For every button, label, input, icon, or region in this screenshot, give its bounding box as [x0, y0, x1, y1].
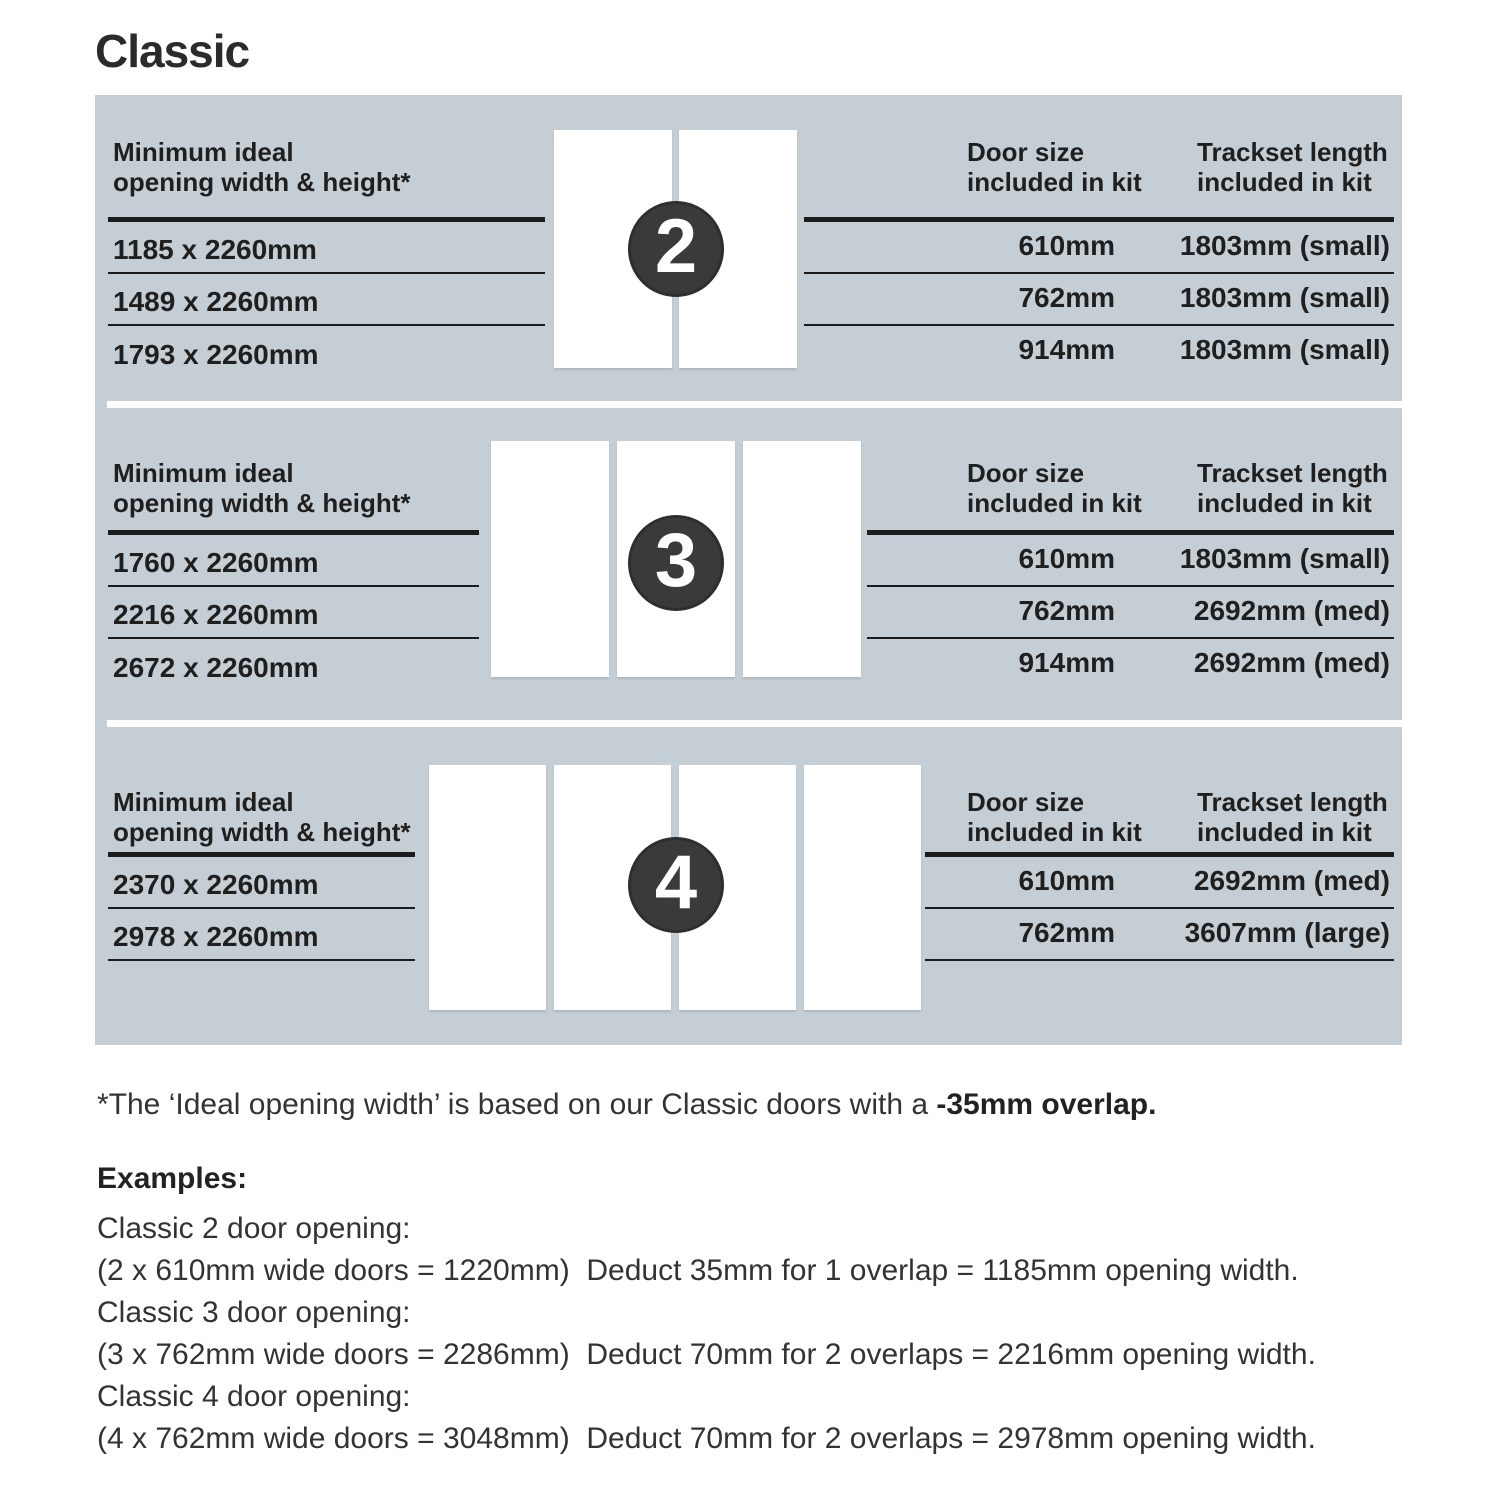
trackset-header-line2: included in kit — [1197, 817, 1372, 847]
opening-size-value: 2978 x 2260mm — [113, 920, 319, 952]
table-row — [804, 222, 1394, 274]
spec-tables-panel: Minimum ideal opening width & height* 11… — [95, 95, 1402, 1045]
door-size-value: 762mm — [1018, 281, 1115, 313]
door-panel — [743, 441, 861, 677]
trackset-length-value: 2692mm (med) — [1193, 646, 1390, 678]
table-row: 1185 x 2260mm — [108, 222, 545, 274]
door-size-header: Door size included in kit — [967, 787, 1197, 847]
door-count-badge: 3 — [628, 515, 724, 611]
table-row: 2216 x 2260mm — [108, 587, 479, 639]
door-count-number: 4 — [654, 840, 698, 925]
trackset-header-line2: included in kit — [1197, 488, 1372, 518]
table-row: 2370 x 2260mm — [108, 857, 415, 909]
door-size-header-line2: included in kit — [967, 488, 1142, 518]
spec-section-2-door: Minimum ideal opening width & height* 11… — [95, 95, 1402, 401]
opening-size-header-line2: opening width & height* — [113, 167, 411, 197]
trackset-length-value: 1803mm (small) — [1179, 281, 1390, 313]
opening-size-value: 1793 x 2260mm — [113, 338, 319, 370]
trackset-length-value: 1803mm (small) — [1179, 542, 1390, 574]
door-size-header-line2: included in kit — [967, 817, 1142, 847]
door-size-header: Door size included in kit — [967, 137, 1197, 197]
table-row — [925, 857, 1394, 909]
example-detail: (3 x 762mm wide doors = 2286mm) Deduct 7… — [97, 1338, 1316, 1371]
opening-size-table: 2370 x 2260mm 2978 x 2260mm — [108, 852, 415, 961]
opening-size-table: 1760 x 2260mm 2216 x 2260mm 2672 x 2260m… — [108, 530, 479, 691]
opening-size-header: Minimum ideal opening width & height* — [113, 137, 411, 197]
table-row — [925, 909, 1394, 961]
example-label: Classic 4 door opening: — [97, 1380, 411, 1413]
trackset-header-line1: Trackset length — [1197, 787, 1388, 817]
example-detail: (4 x 762mm wide doors = 3048mm) Deduct 7… — [97, 1422, 1316, 1455]
footnote-text: *The ‘Ideal opening width’ is based on o… — [97, 1088, 937, 1121]
opening-size-header-line1: Minimum ideal — [113, 458, 294, 488]
door-size-header-line1: Door size — [967, 458, 1085, 488]
opening-size-value: 1760 x 2260mm — [113, 546, 319, 578]
trackset-length-value: 2692mm (med) — [1193, 864, 1390, 896]
table-row: 1760 x 2260mm — [108, 535, 479, 587]
spec-section-3-door: Minimum ideal opening width & height* 17… — [95, 408, 1402, 720]
door-count-number: 3 — [654, 518, 698, 603]
kit-table-rules — [804, 217, 1394, 378]
door-size-value: 914mm — [1018, 646, 1115, 678]
opening-size-header: Minimum ideal opening width & height* — [113, 458, 411, 518]
door-size-value: 762mm — [1018, 916, 1115, 948]
kit-table-rules — [867, 530, 1394, 691]
opening-size-header-line2: opening width & height* — [113, 817, 411, 847]
door-count-badge: 4 — [628, 837, 724, 933]
table-row — [804, 274, 1394, 326]
door-size-header-line1: Door size — [967, 787, 1085, 817]
kit-table-rules — [925, 852, 1394, 961]
opening-size-value: 1185 x 2260mm — [113, 233, 317, 265]
opening-size-value: 2216 x 2260mm — [113, 598, 319, 630]
example-label: Classic 2 door opening: — [97, 1212, 411, 1245]
table-row — [867, 535, 1394, 587]
opening-size-value: 2672 x 2260mm — [113, 651, 319, 683]
door-count-number: 2 — [654, 204, 698, 289]
footnote: *The ‘Ideal opening width’ is based on o… — [97, 1088, 1442, 1122]
door-size-header-line1: Door size — [967, 137, 1085, 167]
trackset-header-line1: Trackset length — [1197, 137, 1388, 167]
door-size-value: 610mm — [1018, 229, 1115, 261]
table-row: 2978 x 2260mm — [108, 909, 415, 961]
trackset-header-line1: Trackset length — [1197, 458, 1388, 488]
opening-size-header: Minimum ideal opening width & height* — [113, 787, 411, 847]
door-size-value: 762mm — [1018, 594, 1115, 626]
spec-section-4-door: Minimum ideal opening width & height* 23… — [95, 727, 1402, 1045]
door-panel — [804, 765, 921, 1010]
trackset-header-line2: included in kit — [1197, 167, 1372, 197]
opening-size-header-line1: Minimum ideal — [113, 137, 294, 167]
section-divider — [107, 401, 1402, 408]
trackset-length-value: 3607mm (large) — [1184, 916, 1390, 948]
opening-size-table: 1185 x 2260mm 1489 x 2260mm 1793 x 2260m… — [108, 217, 545, 378]
trackset-header: Trackset length included in kit — [1197, 458, 1407, 518]
door-size-value: 610mm — [1018, 864, 1115, 896]
trackset-length-value: 1803mm (small) — [1179, 229, 1390, 261]
section-divider — [107, 720, 1402, 727]
page-title: Classic — [95, 25, 250, 77]
table-row: 2672 x 2260mm — [108, 639, 479, 691]
door-size-header-line2: included in kit — [967, 167, 1142, 197]
example-detail: (2 x 610mm wide doors = 1220mm) Deduct 3… — [97, 1254, 1299, 1287]
trackset-header: Trackset length included in kit — [1197, 787, 1407, 847]
door-size-value: 610mm — [1018, 542, 1115, 574]
examples-heading: Examples: — [97, 1162, 248, 1195]
door-size-header: Door size included in kit — [967, 458, 1197, 518]
table-row: 1489 x 2260mm — [108, 274, 545, 326]
opening-size-value: 1489 x 2260mm — [113, 285, 319, 317]
opening-size-value: 2370 x 2260mm — [113, 868, 319, 900]
example-label: Classic 3 door opening: — [97, 1296, 411, 1329]
trackset-length-value: 1803mm (small) — [1179, 333, 1390, 365]
opening-size-header-line2: opening width & height* — [113, 488, 411, 518]
opening-size-header-line1: Minimum ideal — [113, 787, 294, 817]
table-row — [867, 587, 1394, 639]
door-size-value: 914mm — [1018, 333, 1115, 365]
notes-area: *The ‘Ideal opening width’ is based on o… — [97, 1088, 1442, 1460]
door-count-badge: 2 — [628, 201, 724, 297]
table-row: 1793 x 2260mm — [108, 326, 545, 378]
door-panel — [429, 765, 546, 1010]
trackset-length-value: 2692mm (med) — [1193, 594, 1390, 626]
footnote-overlap-bold: -35mm overlap. — [936, 1088, 1157, 1121]
door-panel — [491, 441, 609, 677]
trackset-header: Trackset length included in kit — [1197, 137, 1407, 197]
